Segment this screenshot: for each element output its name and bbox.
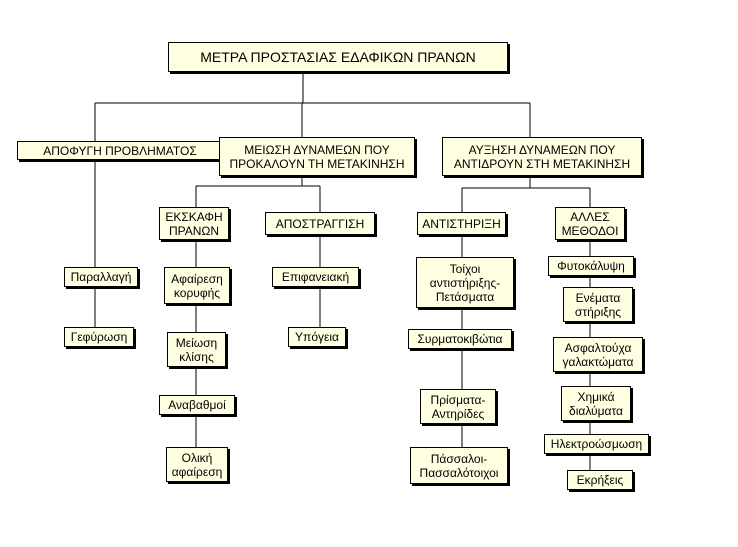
node-reduce-forces: ΜΕΙΩΣΗ ΔΥΝΑΜΕΩΝ ΠΟΥ ΠΡΟΚΑΛΟΥΝ ΤΗ ΜΕΤΑΚΙΝ…	[219, 137, 415, 176]
leaf-top-removal: Αφαίρεση κορυφής	[164, 267, 230, 304]
leaf-chemical-solutions: Χημικά διαλύματα	[561, 386, 631, 421]
leaf-piles: Πάσσαλοι- Πασσαλότοιχοι	[410, 447, 508, 484]
node-other-methods: ΑΛΛΕΣ ΜΕΘΟΔΟΙ	[555, 207, 625, 240]
node-support: ΑΝΤΙΣΤΗΡΙΞΗ	[417, 212, 506, 235]
leaf-gabions: Συρματοκιβώτια	[408, 329, 512, 349]
leaf-underground: Υπόγεια	[288, 327, 346, 347]
leaf-retaining-walls: Τοίχοι αντιστήριξης- Πετάσματα	[416, 257, 514, 308]
root-node: ΜΕΤΡΑ ΠΡΟΣΤΑΣΙΑΣ ΕΔΑΦΙΚΩΝ ΠΡΑΝΩΝ	[168, 42, 508, 72]
leaf-parallagi: Παραλλαγή	[64, 267, 138, 287]
leaf-grouting: Ενέματα στήριξης	[563, 287, 633, 322]
leaf-vegetation: Φυτοκάλυψη	[548, 256, 634, 276]
leaf-electro-osmosis: Ηλεκτροώσμωση	[544, 434, 649, 454]
leaf-bitumen-emulsions: Ασφαλτούχα γαλακτώματα	[553, 337, 643, 372]
leaf-buttresses: Πρίσματα- Αντηρίδες	[420, 389, 496, 424]
node-drainage: ΑΠΟΣΤΡΑΓΓΙΣΗ	[265, 212, 375, 235]
node-avoid-problem: ΑΠΟΦΥΓΗ ΠΡΟΒΛΗΜΑΤΟΣ	[17, 141, 223, 160]
leaf-slope-reduction: Μείωση κλίσης	[167, 332, 226, 367]
leaf-terraces: Αναβαθμοί	[159, 395, 235, 415]
leaf-gefyrosi: Γεφύρωση	[64, 327, 134, 347]
node-increase-forces: ΑΥΞΗΣΗ ΔΥΝΑΜΕΩΝ ΠΟΥ ΑΝΤΙΔΡΟΥΝ ΣΤΗ ΜΕΤΑΚΙ…	[442, 137, 642, 176]
node-excavation: ΕΚΣΚΑΦΗ ΠΡΑΝΩΝ	[159, 207, 229, 240]
leaf-total-removal: Ολική αφαίρεση	[166, 447, 228, 482]
leaf-explosions: Εκρήξεις	[567, 470, 633, 490]
leaf-surface: Επιφανειακή	[272, 267, 359, 287]
